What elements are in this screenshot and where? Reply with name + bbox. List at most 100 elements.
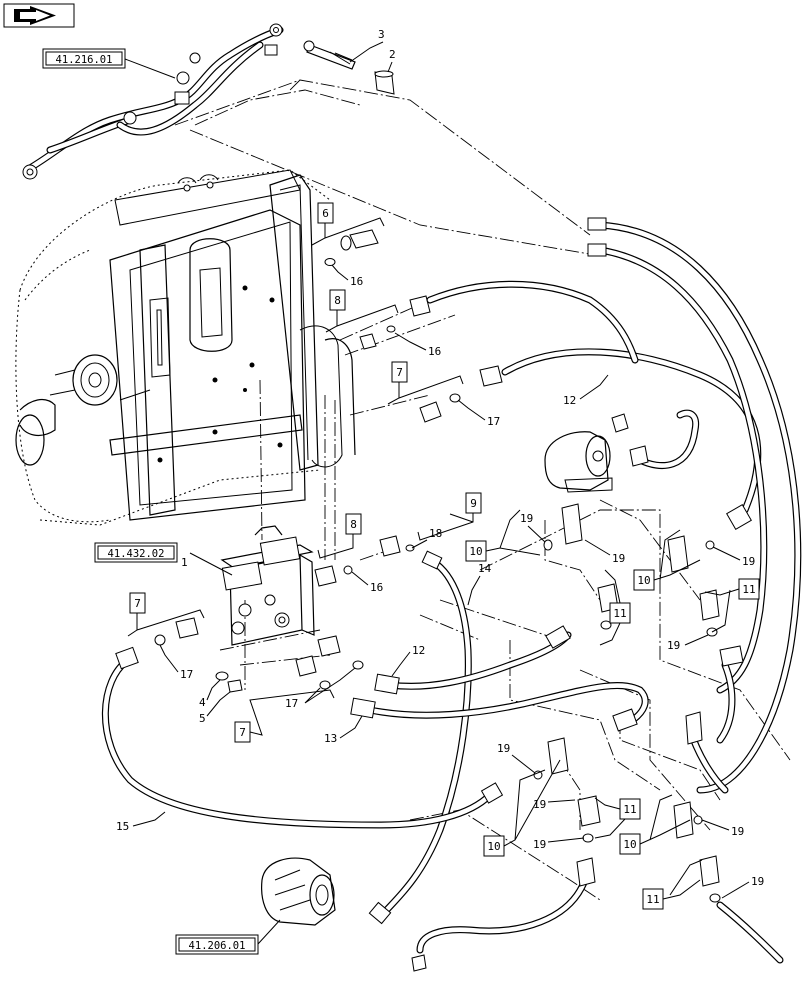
top-hose-harness: [22, 23, 284, 180]
callout-18: 18: [429, 527, 442, 540]
boxed-label-7-bottom[interactable]: 7: [234, 721, 251, 743]
valve-block-part: [220, 525, 315, 646]
boxed-label-11-d[interactable]: 11: [642, 888, 664, 910]
hydraulic-motor-part: [544, 413, 649, 493]
bracket: [639, 794, 691, 845]
long-bolt-part: [303, 40, 356, 70]
callout-19-c: 19: [742, 555, 755, 568]
callout-17-a: 17: [487, 415, 500, 428]
callout-17-b: 17: [180, 668, 193, 681]
ref-box-41-216-01[interactable]: 41.216.01: [42, 48, 126, 69]
bracket: [387, 375, 464, 405]
ref-label: 41.206.01: [189, 940, 246, 952]
bracket: [317, 534, 354, 559]
fittings-near-valve: [154, 535, 415, 690]
bracket: [417, 513, 474, 541]
fitting-6: [324, 229, 379, 266]
boxed-label-10-b[interactable]: 10: [633, 569, 655, 591]
boxed-label-10-a[interactable]: 10: [465, 540, 487, 562]
callout-12-b: 12: [412, 644, 425, 657]
leader-line: [257, 919, 281, 945]
svg-text:10: 10: [637, 574, 650, 587]
svg-text:9: 9: [470, 497, 477, 510]
svg-text:11: 11: [613, 607, 626, 620]
washer-nut-4-5: [215, 671, 243, 693]
boxed-label-7-top[interactable]: 7: [391, 361, 408, 383]
svg-text:10: 10: [469, 545, 482, 558]
svg-text:11: 11: [742, 583, 755, 596]
callout-16-c: 16: [370, 581, 383, 594]
boxed-label-10-c[interactable]: 10: [483, 835, 505, 857]
hose-top-right-loop: [426, 280, 639, 364]
callout-12-a: 12: [563, 394, 576, 407]
callout-19-b: 19: [612, 552, 625, 565]
hose-14: [368, 550, 472, 925]
bracket: [311, 217, 385, 246]
boxed-label-8-top[interactable]: 8: [329, 289, 346, 311]
bracket: [653, 529, 701, 581]
boxed-label-8-mid[interactable]: 8: [345, 513, 362, 535]
hose-12-lower: [374, 625, 572, 695]
ref-box-41-432-02[interactable]: 41.432.02: [94, 542, 178, 563]
callout-16-b: 16: [428, 345, 441, 358]
callout-1: 1: [181, 556, 188, 569]
hose-right-long: [587, 217, 802, 794]
ref-box-41-206-01[interactable]: 41.206.01: [175, 934, 259, 955]
bracket: [662, 859, 703, 900]
hose-13: [350, 682, 649, 732]
svg-text:7: 7: [396, 366, 403, 379]
callout-16-a: 16: [350, 275, 363, 288]
callout-19-a: 19: [520, 512, 533, 525]
bracket: [599, 569, 621, 646]
ref-label: 41.216.01: [56, 54, 113, 66]
alignment-lines: [174, 79, 791, 901]
leader-line: [124, 58, 176, 79]
boxed-label-10-d[interactable]: 10: [619, 833, 641, 855]
boxed-label-11-a[interactable]: 11: [609, 602, 631, 624]
callouts: 3 2 1 16 16 16 17 17 17 18 19 19 19 19 1…: [116, 28, 764, 899]
svg-text:8: 8: [350, 518, 357, 531]
callout-15: 15: [116, 820, 129, 833]
leader-line: [189, 552, 233, 576]
gear-pump-part: [261, 857, 427, 972]
svg-text:7: 7: [239, 726, 246, 739]
hose-12-upper: [501, 348, 762, 530]
svg-text:8: 8: [334, 294, 341, 307]
ref-label: 41.432.02: [108, 548, 165, 560]
callout-3: 3: [378, 28, 385, 41]
spacer-part: [374, 70, 395, 95]
callout-17-c: 17: [285, 697, 298, 710]
callout-19-f: 19: [533, 798, 546, 811]
bracket: [127, 609, 205, 637]
fitting-8-top: [359, 295, 431, 350]
hose-motor-loop: [636, 409, 700, 469]
boxed-label-11-c[interactable]: 11: [619, 798, 641, 820]
callout-13: 13: [324, 732, 337, 745]
svg-text:10: 10: [623, 838, 636, 851]
fitting-7-top: [419, 365, 503, 423]
callout-19-h: 19: [731, 825, 744, 838]
boxed-label-9[interactable]: 9: [465, 492, 482, 514]
svg-text:11: 11: [646, 893, 659, 906]
svg-text:11: 11: [623, 803, 636, 816]
svg-text:7: 7: [134, 597, 141, 610]
boxed-label-7-left[interactable]: 7: [129, 592, 146, 614]
hose-15: [101, 646, 504, 829]
callout-19-d: 19: [667, 639, 680, 652]
bracket: [503, 759, 561, 847]
svg-text:6: 6: [322, 207, 329, 220]
callout-19-i: 19: [751, 875, 764, 888]
boxed-label-6[interactable]: 6: [317, 202, 334, 224]
callout-19-e: 19: [497, 742, 510, 755]
machine-frame: [15, 169, 356, 526]
bracket: [249, 689, 335, 736]
bracket: [485, 509, 541, 556]
callout-5: 5: [199, 712, 206, 725]
forward-arrow-icon[interactable]: [3, 3, 75, 28]
callout-4: 4: [199, 696, 206, 709]
boxed-label-11-b[interactable]: 11: [738, 578, 760, 600]
callout-19-g: 19: [533, 838, 546, 851]
fittings-right-group: [533, 503, 744, 903]
bracket: [594, 797, 626, 839]
